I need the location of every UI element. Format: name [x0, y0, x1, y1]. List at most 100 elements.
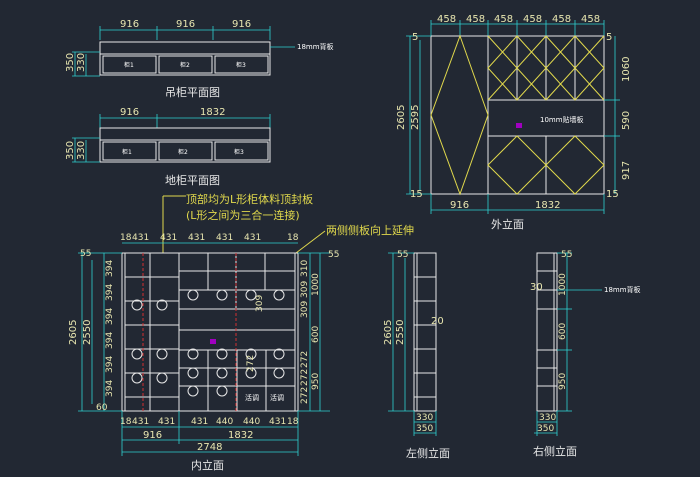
inner-bot-440-2: 440 — [243, 417, 260, 427]
outer-top-2: 458 — [466, 14, 485, 25]
left-side-20: 20 — [431, 316, 444, 327]
inner-top-431-5: 431 — [244, 233, 261, 243]
inner-bot-431-2: 431 — [158, 417, 175, 427]
inner-right-950: 950 — [311, 373, 321, 390]
inner-right-1000: 1000 — [311, 273, 321, 296]
outer-top-1: 458 — [437, 14, 456, 25]
marker-icon — [516, 123, 522, 128]
inner-left-2550: 2550 — [82, 320, 93, 345]
left-side-55: 55 — [397, 250, 408, 260]
floor-cabinet-1: 柜1 — [122, 148, 132, 156]
hanging-cabinet-1: 柜1 — [124, 61, 134, 69]
hanging-depth-350: 350 — [65, 53, 76, 72]
inner-bot-18b: 18 — [287, 417, 299, 427]
floor-depth-330: 330 — [76, 141, 87, 160]
floor-depth-350: 350 — [65, 141, 76, 160]
floor-plan-title: 地柜平面图 — [165, 174, 220, 187]
left-side-350: 350 — [416, 424, 433, 434]
floor-width-2: 1832 — [200, 107, 225, 118]
inner-top-431-3: 431 — [188, 233, 205, 243]
hanging-cabinet-2: 柜2 — [180, 61, 190, 69]
right-side-950: 950 — [558, 373, 568, 390]
right-side-330: 330 — [539, 413, 556, 423]
inner-sub-1832: 1832 — [228, 430, 253, 441]
right-side-30: 30 — [530, 282, 543, 293]
inner-note-3: 两侧侧板向上延伸 — [326, 223, 414, 237]
hanging-width-1: 916 — [120, 19, 139, 30]
inner-right-309b: 309 — [300, 301, 310, 318]
hanging-plan-title: 吊柜平面图 — [165, 86, 220, 99]
inner-left-394-4: 394 — [105, 332, 115, 349]
left-side-2550: 2550 — [395, 320, 406, 345]
drawer-label-1: 活调 — [245, 393, 259, 402]
inner-center-272: 272 — [246, 355, 256, 372]
outer-elevation-title: 外立面 — [491, 217, 524, 231]
outer-top-4: 458 — [523, 14, 542, 25]
inner-bot-431-4: 431 — [269, 417, 286, 427]
floor-width-1: 916 — [120, 107, 139, 118]
outer-bottom-916: 916 — [450, 200, 469, 211]
hanging-cabinet-plan: 916 916 916 柜1 柜2 柜3 350 330 18mm背板 吊柜平面… — [65, 19, 334, 99]
floor-cabinet-plan: 916 1832 柜1 柜2 柜3 350 330 地柜平面图 — [65, 107, 271, 187]
floor-cabinet-3: 柜3 — [234, 148, 244, 156]
inner-right-55: 55 — [328, 250, 339, 260]
right-side-1000: 1000 — [558, 273, 568, 296]
inner-left-394-2: 394 — [105, 284, 115, 301]
outer-top-3: 458 — [494, 14, 513, 25]
inner-left-2605: 2605 — [68, 320, 79, 345]
outer-right-917: 917 — [621, 161, 632, 180]
inner-total: 2748 — [197, 442, 222, 453]
inner-center-309: 309 — [255, 295, 265, 312]
inner-left-394-6: 394 — [105, 380, 115, 397]
inner-elevation-title: 内立面 — [191, 458, 224, 472]
right-side-elevation: 55 1000 600 950 30 18mm背板 330 350 右侧立面 — [530, 250, 641, 458]
right-side-600: 600 — [558, 323, 568, 340]
outer-top-5: 458 — [552, 14, 571, 25]
inner-top-431-4: 431 — [216, 233, 233, 243]
left-side-elevation: 55 2605 2550 20 330 350 左侧立面 — [383, 250, 450, 460]
inner-note-2: (L形之间为三合一连接) — [186, 208, 300, 222]
outer-panel-label: 10mm贴墙板 — [540, 115, 584, 124]
right-side-55: 55 — [561, 250, 572, 260]
right-side-350: 350 — [537, 424, 554, 434]
outer-left-5: 5 — [412, 32, 418, 43]
hanging-cabinet-3: 柜3 — [236, 61, 246, 69]
inner-right-272c: 272 — [300, 387, 310, 404]
inner-left-55: 55 — [80, 249, 91, 259]
inner-right-310: 310 — [300, 260, 310, 277]
inner-bot-431-3: 431 — [191, 417, 208, 427]
outer-left-15: 15 — [410, 189, 423, 200]
outer-top-6: 458 — [581, 14, 600, 25]
hanging-back-note: 18mm背板 — [297, 42, 334, 51]
left-side-330: 330 — [416, 413, 433, 423]
outer-right-1060: 1060 — [621, 57, 632, 82]
inner-top-431-2: 431 — [160, 233, 177, 243]
inner-right-272a: 272 — [300, 351, 310, 368]
outer-left-2605: 2605 — [396, 105, 407, 130]
right-side-back-note: 18mm背板 — [604, 285, 641, 294]
right-side-title: 右侧立面 — [533, 444, 577, 458]
inner-right-309a: 309 — [300, 281, 310, 298]
marker-icon — [210, 339, 216, 344]
left-side-2605: 2605 — [383, 320, 394, 345]
inner-sub-916: 916 — [143, 430, 162, 441]
outer-right-15: 15 — [606, 189, 619, 200]
inner-note-1: 顶部均为L形柜体料顶封板 — [186, 192, 313, 206]
inner-right-600: 600 — [311, 326, 321, 343]
hanging-width-2: 916 — [176, 19, 195, 30]
left-side-title: 左侧立面 — [406, 446, 450, 460]
inner-bot-431-1: 431 — [132, 417, 149, 427]
inner-elevation: 顶部均为L形柜体料顶封板 (L形之间为三合一连接) 两侧侧板向上延伸 18 43… — [68, 192, 414, 472]
inner-left-60: 60 — [96, 403, 108, 413]
inner-top-18a: 18 — [120, 233, 132, 243]
drawer-label-2: 活调 — [270, 393, 284, 402]
outer-left-2595: 2595 — [410, 105, 421, 130]
inner-top-431-1: 431 — [132, 233, 149, 243]
inner-bot-18a: 18 — [120, 417, 132, 427]
outer-bottom-1832: 1832 — [535, 200, 560, 211]
inner-right-272b: 272 — [300, 369, 310, 386]
inner-left-394-5: 394 — [105, 356, 115, 373]
inner-top-18b: 18 — [287, 233, 299, 243]
